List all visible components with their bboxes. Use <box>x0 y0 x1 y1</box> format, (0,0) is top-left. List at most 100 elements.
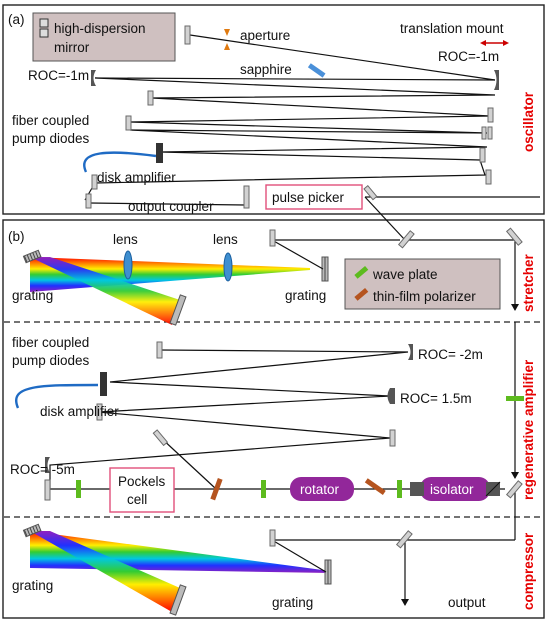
waveplate-vertical <box>506 396 524 401</box>
mirror-b-4 <box>156 341 163 359</box>
pockels-cell-box <box>109 467 175 513</box>
mirror-hd-top <box>184 25 191 45</box>
stretcher-rainbow-beam <box>30 257 310 325</box>
disk-amplifier-label-b: disk amplifier <box>40 404 119 419</box>
compressor-rainbow-beam <box>30 531 330 612</box>
mirror-b-3 <box>505 227 523 246</box>
mirror-a-1 <box>147 90 154 106</box>
legend-waveplate-label: wave plate <box>372 267 438 282</box>
isolator-label: isolator <box>430 482 474 497</box>
pump-fiber-a <box>83 151 157 173</box>
pump-diodes-label-b-2: pump diodes <box>12 353 90 368</box>
mirror-roc-right-a <box>494 70 499 90</box>
polarizer-legend-icon <box>354 287 369 301</box>
pockels-cell-label-2: cell <box>127 492 147 507</box>
output-coupler-label: output coupler <box>128 199 214 214</box>
aperture-label: aperture <box>240 28 290 43</box>
end-mirror-left <box>44 479 51 501</box>
waveplate-legend-icon <box>354 265 369 279</box>
stretcher-label: stretcher <box>521 253 536 312</box>
legend-mirror-line2: mirror <box>54 40 90 55</box>
waveplate-3 <box>397 480 402 498</box>
mirror-roc-1p5 <box>387 388 395 404</box>
mirror-c-1 <box>269 529 276 547</box>
panel-b-tag: (b) <box>8 229 25 244</box>
mirror-roc-neg2 <box>408 344 413 360</box>
disk-amplifier-a <box>156 143 163 163</box>
translation-mount-label: translation mount <box>400 21 504 36</box>
oscillator-beam-path <box>84 34 540 206</box>
mirror-b-1 <box>269 229 276 247</box>
lens-2 <box>223 252 233 282</box>
legend-box-b <box>344 258 501 310</box>
lens-1 <box>123 250 133 280</box>
legend-polarizer-label: thin-film polarizer <box>373 289 476 304</box>
isolator-end-right-diag <box>485 481 501 497</box>
polarizer-2 <box>364 478 386 495</box>
mirror-a-9 <box>363 185 378 201</box>
mirror-b-8 <box>505 480 523 499</box>
waveplate-1 <box>76 480 81 498</box>
mirror-b-5 <box>96 403 103 421</box>
legend-mirror-line1: high-dispersion <box>54 21 146 36</box>
roc-right-label-a: ROC=-1m <box>438 49 499 64</box>
disk-amplifier-b <box>100 372 107 396</box>
waveplate-2 <box>261 480 266 498</box>
mirror-a-5 <box>479 147 486 163</box>
pump-diodes-label-a-2: pump diodes <box>12 131 90 146</box>
grating-compressor-end <box>169 584 187 616</box>
mirror-a-2 <box>487 107 494 123</box>
grating-stretcher-left <box>22 249 42 264</box>
mirror-b-7 <box>152 429 169 447</box>
pump-fiber-b <box>15 383 99 409</box>
polarizer-1 <box>210 477 223 501</box>
roc-left-label-a: ROC=-1m <box>28 68 89 83</box>
mirror-b-2 <box>397 230 415 249</box>
mirror-a-6 <box>485 169 492 185</box>
oscillator-label: oscillator <box>521 91 536 152</box>
mirror-c-2 <box>395 530 413 549</box>
grating-left-label: grating <box>12 288 53 303</box>
legend-mirror-icon <box>39 18 49 38</box>
mirror-roc-left-a <box>91 70 96 86</box>
roc-neg5-label: ROC= -5m <box>10 462 75 477</box>
output-label: output <box>448 595 486 610</box>
rotator-box[interactable] <box>290 477 354 501</box>
output-coupler-mirror <box>243 185 250 209</box>
grating-compressor-left <box>22 523 42 538</box>
isolator-box[interactable] <box>420 477 490 501</box>
pump-diodes-label-a-1: fiber coupled <box>12 113 89 128</box>
panel-a-frame <box>2 4 545 215</box>
pump-diodes-label-b-1: fiber coupled <box>12 335 89 350</box>
mirror-a-7 <box>91 174 98 190</box>
mirror-b-6 <box>389 429 396 447</box>
mirror-roc-neg5 <box>45 457 50 473</box>
lens-1-label: lens <box>113 232 138 247</box>
compressor-grating-left-label: grating <box>12 578 53 593</box>
compressor-beam-path <box>269 539 515 606</box>
grating-right-label: grating <box>285 288 326 303</box>
mirror-a-4 <box>481 126 493 140</box>
mirror-a-8 <box>85 193 92 209</box>
grating-stretcher-end <box>169 294 187 326</box>
pulse-picker-box <box>265 184 363 210</box>
isolator-end-left <box>410 482 424 496</box>
legend-box-a <box>32 12 176 62</box>
disk-amplifier-label-a: disk amplifier <box>97 170 176 185</box>
pockels-cell-label-1: Pockels <box>118 474 166 489</box>
compressor-grating-right-label: grating <box>272 595 313 610</box>
aperture-icon <box>224 29 230 50</box>
regen-amp-label: regenerative amplifier <box>521 359 536 500</box>
lens-2-label: lens <box>213 232 238 247</box>
roc-neg2-label: ROC= -2m <box>418 347 483 362</box>
mirror-a-3 <box>125 115 132 131</box>
roc-1p5-label: ROC= 1.5m <box>400 391 472 406</box>
compressor-label: compressor <box>521 532 536 610</box>
pulse-picker-label: pulse picker <box>272 190 345 205</box>
sapphire-label: sapphire <box>240 62 292 77</box>
panel-b-frame <box>2 219 545 619</box>
rotator-label: rotator <box>300 482 340 497</box>
panel-a-tag: (a) <box>8 12 25 27</box>
sapphire-crystal <box>307 63 326 78</box>
